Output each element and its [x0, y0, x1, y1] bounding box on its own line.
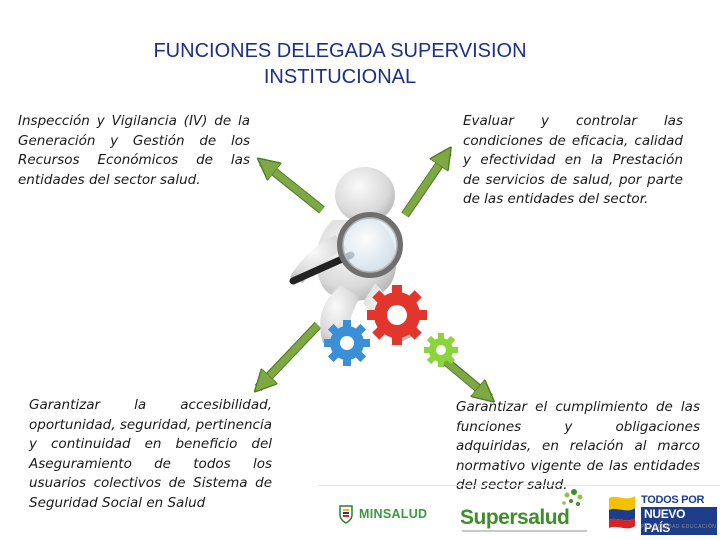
gear-red-icon [367, 285, 427, 345]
colombia-flag-icon [609, 496, 635, 529]
supersalud-logo: Supersalud [458, 484, 598, 536]
person-magnifier-illustration [289, 167, 458, 367]
function-text-bottom-right: Garantizar el cumplimiento de las funcio… [456, 399, 700, 493]
figure-arm [290, 235, 347, 283]
figure-head [335, 167, 395, 223]
function-text-top-right: Evaluar y controlar las condiciones de e… [463, 113, 683, 207]
tpun-line-3: PAZ EQUIDAD EDUCACIÓN [641, 524, 717, 530]
minsalud-logo: MINSALUD [338, 500, 427, 528]
tpun-line-2: NUEVO PAÍS [641, 507, 717, 535]
magnifier-lens [337, 212, 403, 278]
arrow-top-left-icon [262, 162, 325, 214]
title-line-1: FUNCIONES DELEGADA SUPERVISION [153, 40, 527, 62]
title-line-2: INSTITUCIONAL [263, 66, 417, 88]
minsalud-text: MINSALUD [359, 507, 428, 521]
colombia-shield-icon [339, 505, 353, 524]
supersalud-dots-icon [562, 489, 583, 506]
footer-logos: MINSALUD Supersalud TODOS POR UN NUEVO P… [0, 478, 720, 540]
gear-blue-icon [324, 320, 370, 366]
gear-green-icon [424, 333, 458, 367]
function-text-bottom-left: Garantizar la accesibilidad, oportunidad… [29, 397, 272, 511]
arrow-top-right-icon [401, 152, 448, 218]
supersalud-text: Supersalud [460, 506, 570, 529]
footer-divider [318, 485, 720, 486]
arrow-bottom-left-icon [258, 321, 322, 388]
todos-por-un-nuevo-pais-logo: TODOS POR UN NUEVO PAÍS PAZ EQUIDAD EDUC… [605, 490, 717, 538]
supersalud-tagline-bar [462, 530, 587, 532]
page-title: FUNCIONES DELEGADA SUPERVISION INSTITUCI… [60, 38, 620, 90]
function-text-top-left: Inspección y Vigilancia (IV) de la Gener… [18, 113, 250, 188]
